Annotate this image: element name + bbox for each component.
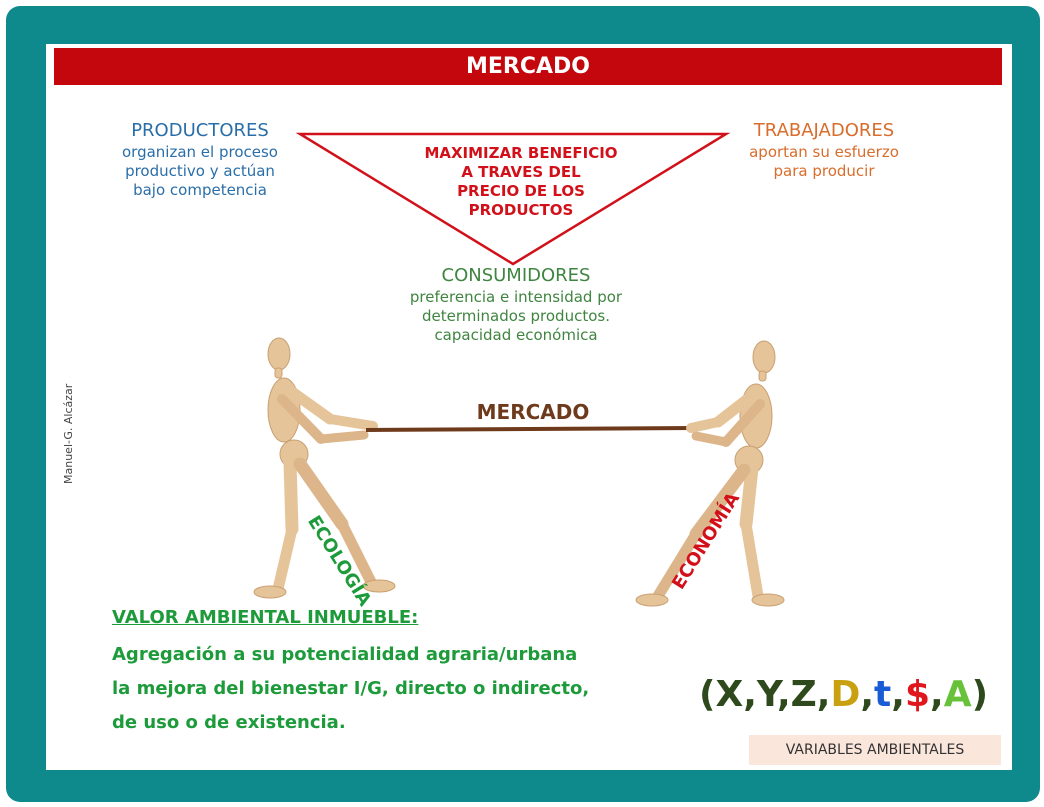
mercado-title-bar: MERCADO (54, 48, 1002, 85)
consumers-title: CONSUMIDORES (441, 265, 591, 286)
goal-line: PRODUCTOS (468, 201, 574, 219)
rope (365, 426, 695, 432)
variables-part: , (891, 674, 905, 715)
variables-part: , (930, 674, 944, 715)
variables-part: $ (904, 674, 930, 715)
goal-text: MAXIMIZAR BENEFICIO A TRAVES DEL PRECIO … (401, 144, 641, 220)
slide-canvas: MERCADO (46, 44, 1012, 770)
consumers-line: capacidad económica (434, 326, 598, 344)
valor-heading: VALOR AMBIENTAL INMUEBLE: (112, 607, 419, 628)
workers-title: TRABAJADORES (753, 120, 895, 141)
variables-part: (X,Y,Z, (699, 674, 831, 715)
consumers-line: preferencia e intensidad por (409, 288, 623, 306)
workers-line: para producir (773, 162, 875, 180)
producers-description: organizan el proceso productivo y actúan… (102, 143, 298, 200)
goal-line: MAXIMIZAR BENEFICIO (424, 144, 618, 162)
rope-label: MERCADO (476, 400, 590, 424)
consumers-line: determinados productos. (422, 307, 610, 325)
valor-line: de uso o de existencia. (112, 712, 346, 733)
goal-triangle (295, 132, 731, 266)
goal-line: PRECIO DE LOS (457, 182, 585, 200)
left-mannequin-figure (253, 337, 396, 599)
goal-line: A TRAVES DEL (461, 163, 581, 181)
valor-line: Agregación a su potencialidad agraria/ur… (112, 644, 578, 665)
workers-line: aportan su esfuerzo (749, 143, 899, 161)
variables-part: t (874, 674, 892, 715)
producers-line: productivo y actúan (125, 162, 275, 180)
producers-line: organizan el proceso (122, 143, 278, 161)
variables-label: VARIABLES AMBIENTALES (749, 735, 1001, 765)
workers-description: aportan su esfuerzo para producir (730, 143, 918, 181)
right-mannequin-figure (635, 340, 785, 607)
producers-title: PRODUCTORES (131, 120, 269, 141)
variables-formula: (X,Y,Z,D,t,$,A) (699, 674, 988, 715)
variables-part: A (943, 674, 972, 715)
producers-line: bajo competencia (133, 181, 267, 199)
variables-part: D (830, 674, 861, 715)
variables-part: , (860, 674, 875, 715)
consumers-description: preferencia e intensidad por determinado… (376, 288, 656, 345)
variables-part: ) (971, 674, 989, 715)
author-credit: Manuel-G. Alcázar (62, 383, 75, 484)
diagram-art (253, 132, 785, 607)
valor-line: la mejora del bienestar I/G, directo o i… (112, 678, 590, 699)
